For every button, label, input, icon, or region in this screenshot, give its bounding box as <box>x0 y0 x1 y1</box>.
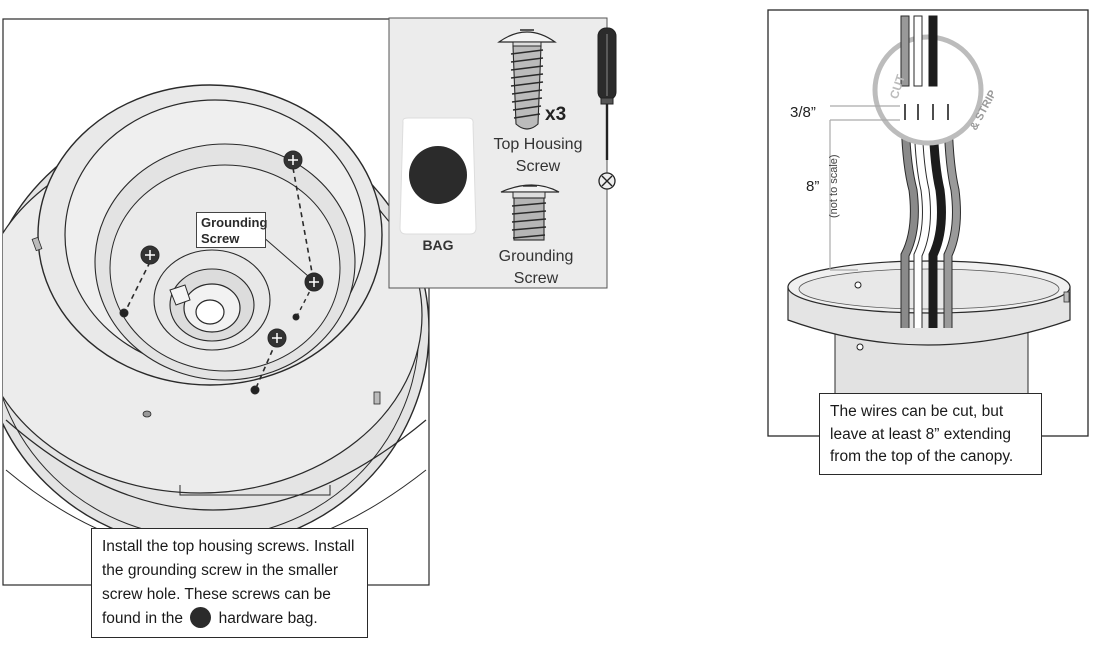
scale-note: (not to scale) <box>828 154 840 218</box>
canopy-wiring <box>787 15 1071 436</box>
black-dot-icon <box>409 146 467 204</box>
wire-length-label: 8” <box>806 178 820 195</box>
top-housing-screw-icon <box>497 29 557 130</box>
bag-label: BAG <box>422 237 454 253</box>
strip-length-label: 3/8” <box>790 104 816 121</box>
instruction-text: Install the top housing screws. Install … <box>102 538 355 627</box>
black-dot-icon <box>190 607 212 628</box>
grounding-screw-label: Grounding Screw <box>196 212 267 248</box>
instruction-text-end: hardware bag. <box>218 610 318 627</box>
hardware-bag <box>399 117 477 235</box>
top-housing-screw <box>283 150 303 170</box>
top-housing-screw-label: Top Housing Screw <box>493 136 583 175</box>
install-instruction-callout: Install the top housing screws. Install … <box>91 528 368 638</box>
screwdriver-icon <box>597 27 617 190</box>
top-housing-screw <box>267 328 287 348</box>
grounding-screw <box>304 272 324 292</box>
wire-instruction-callout: The wires can be cut, but leave at least… <box>819 393 1042 475</box>
grounding-screw-caption: Grounding Screw <box>498 248 574 287</box>
top-housing-screw <box>140 245 160 265</box>
top-screw-quantity: x3 <box>545 104 567 125</box>
grounding-screw-icon <box>500 184 560 241</box>
